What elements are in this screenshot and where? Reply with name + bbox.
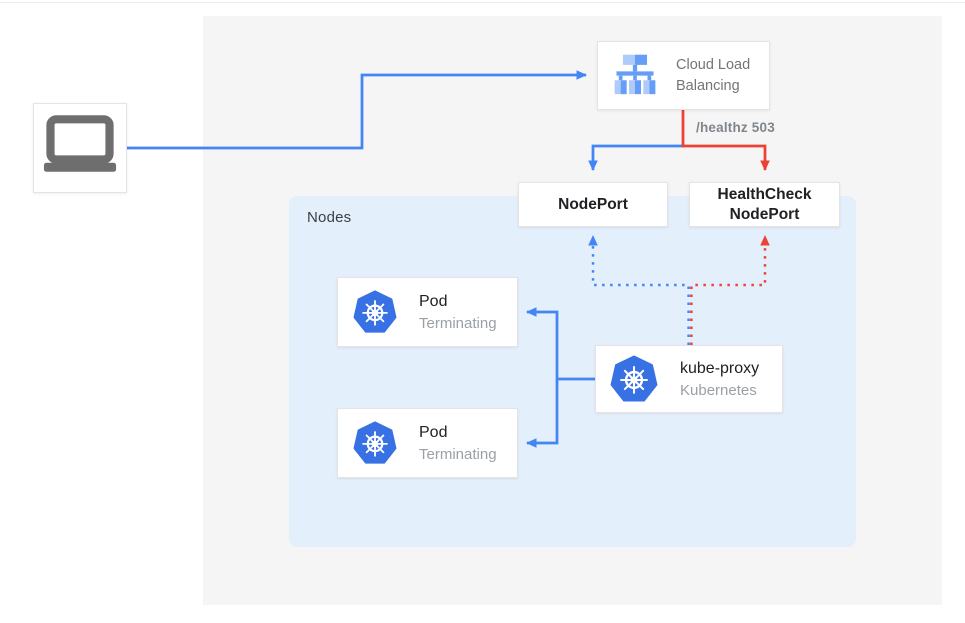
nodeport-label: NodePort	[558, 195, 628, 213]
edge-kubeproxy-to-pod1	[526, 307, 595, 381]
kubernetes-icon	[610, 355, 658, 403]
load-balancer-icon	[614, 54, 656, 94]
pod-1-node: Pod Terminating	[337, 277, 518, 347]
healthcheck-line2: NodePort	[729, 205, 800, 223]
pod-1-status: Terminating	[419, 314, 497, 332]
kube-proxy-node: kube-proxy Kubernetes	[595, 345, 783, 413]
edge-kubeproxy-to-healthcheck	[690, 235, 770, 345]
laptop-icon	[43, 115, 117, 172]
kubernetes-icon	[353, 290, 397, 334]
edge-clb-to-nodeport	[588, 144, 683, 171]
kube-proxy-subtitle: Kubernetes	[680, 381, 757, 399]
kubernetes-icon	[353, 421, 397, 465]
nodeport-node: NodePort	[518, 182, 668, 227]
pod-1-title: Pod	[419, 292, 448, 310]
edge-kubeproxy-to-pod2	[526, 379, 559, 448]
top-divider	[0, 2, 965, 3]
cloud-load-balancing-node: Cloud Load Balancing	[597, 41, 770, 110]
edge-kubeproxy-to-nodeport	[588, 235, 690, 345]
kube-proxy-title: kube-proxy	[680, 359, 760, 377]
cloud-load-balancing-label: Cloud Load Balancing	[676, 56, 751, 94]
healthcheck-nodeport-node: HealthCheck NodePort	[689, 182, 840, 227]
healthz-503-label: /healthz 503	[696, 120, 775, 135]
healthcheck-nodeport-label: HealthCheck NodePort	[718, 185, 812, 225]
nodes-group-label: Nodes	[307, 209, 352, 226]
pod-2-status: Terminating	[419, 445, 497, 463]
pod-2-title: Pod	[419, 423, 448, 441]
pod-2-node: Pod Terminating	[337, 408, 518, 478]
healthcheck-line1: HealthCheck	[717, 185, 812, 203]
client-node	[33, 103, 127, 193]
edge-client-to-clb	[127, 70, 587, 150]
edge-clb-to-healthcheck	[681, 110, 770, 171]
